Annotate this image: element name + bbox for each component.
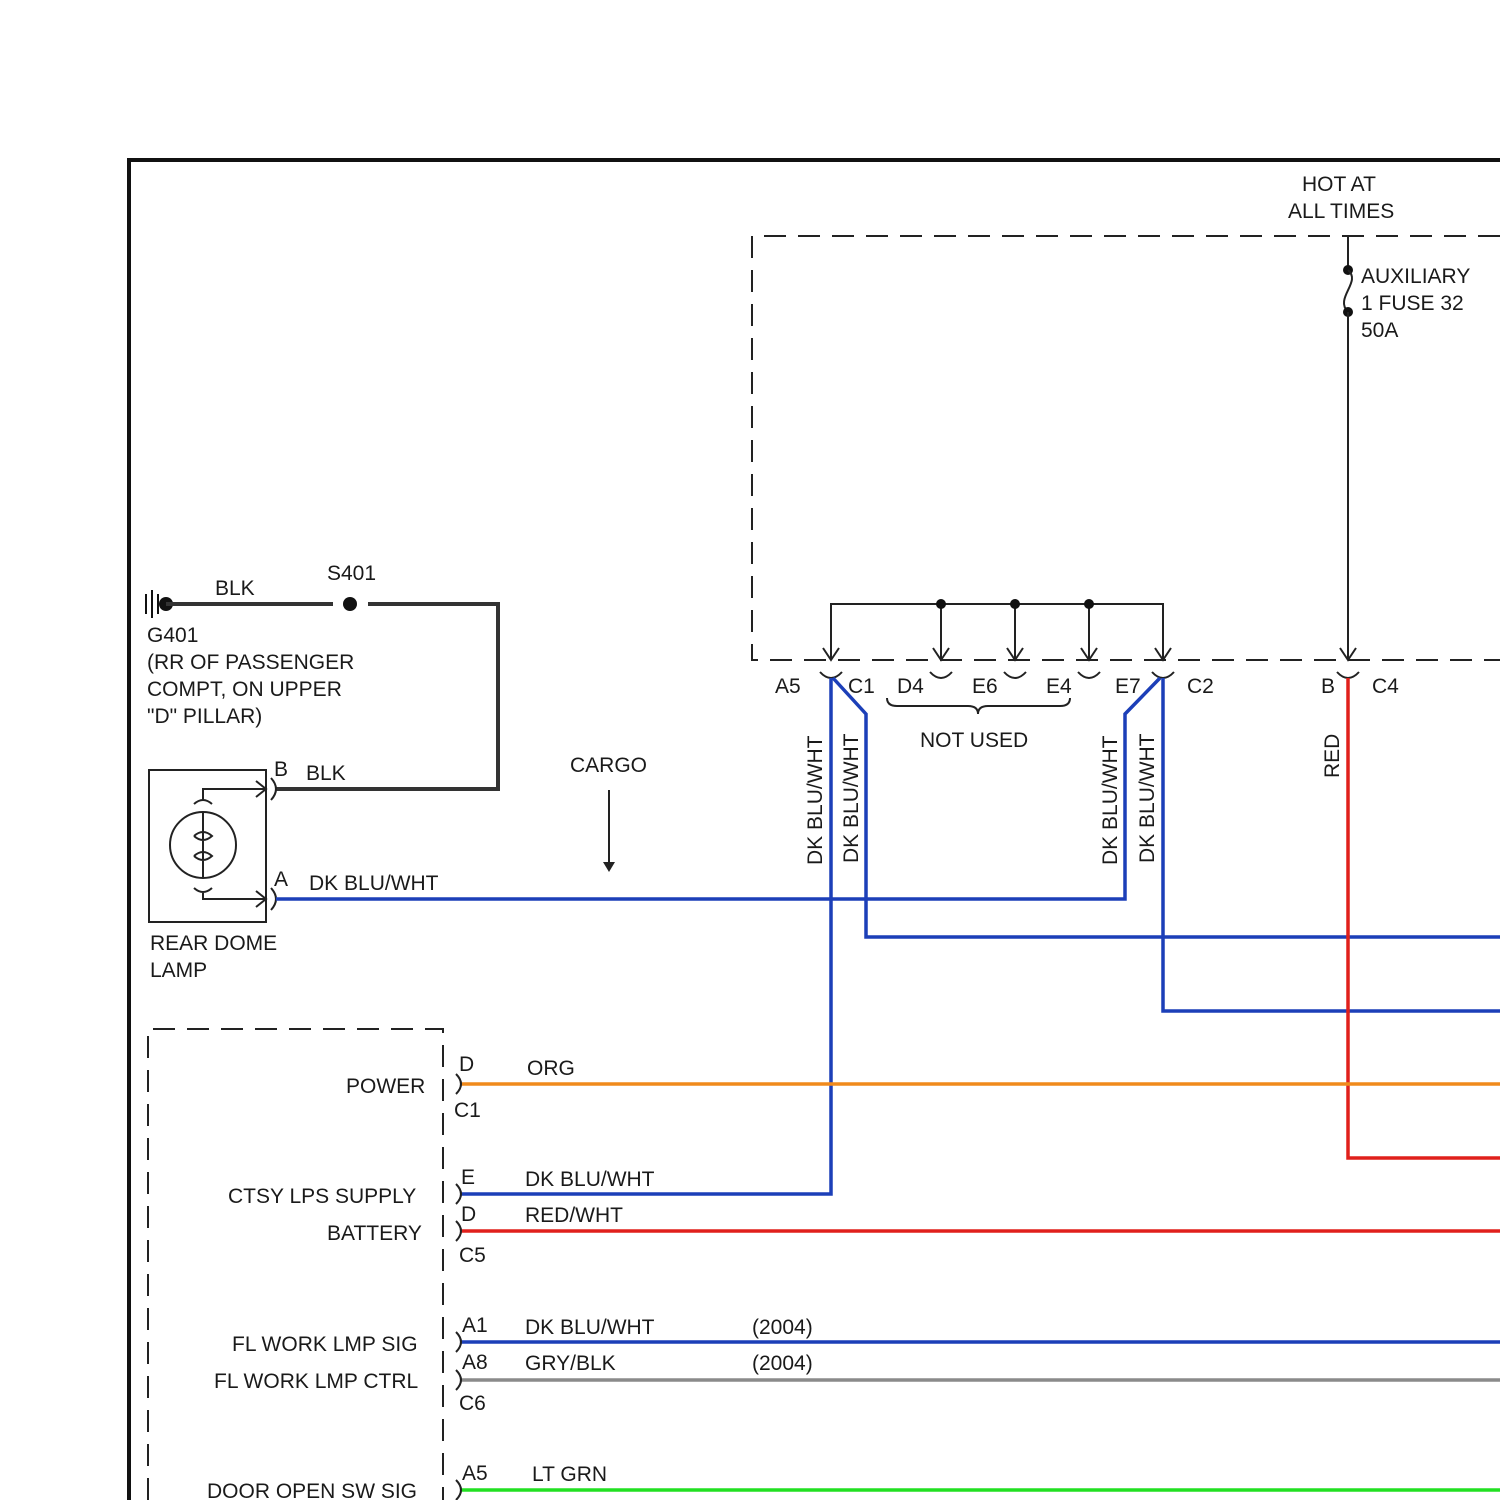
lamp-pin-a: A (274, 868, 288, 891)
terminal-e6 (1004, 672, 1026, 678)
ground-location-1: (RR OF PASSENGER (147, 651, 354, 674)
internal-bus (831, 604, 1163, 660)
conn-e7: E7 (1115, 675, 1141, 698)
bcm-door-wire: LT GRN (532, 1463, 607, 1486)
bcm-fl-sig-pin: A1 (462, 1314, 488, 1337)
bcm-power-wire: ORG (527, 1057, 575, 1080)
bcm-fl-ctrl-wire: GRY/BLK (525, 1352, 616, 1375)
terminal-lamp-a (271, 888, 276, 910)
bcm-ctsy-wire: DK BLU/WHT (525, 1168, 655, 1191)
conn-a5: A5 (775, 675, 801, 698)
lamp-name-2: LAMP (150, 959, 207, 982)
lamp-pin-a-wire: DK BLU/WHT (309, 872, 439, 895)
splice-icon (343, 597, 357, 611)
bcm-fl-conn: C6 (459, 1392, 486, 1415)
bcm-power: POWER (346, 1075, 425, 1098)
bcm-door-pin: A5 (462, 1462, 488, 1485)
vwire-label-2: DK BLU/WHT (840, 733, 863, 863)
conn-c1: C1 (848, 675, 875, 698)
terminal-fl-ctrl (456, 1370, 461, 1390)
ground-location-3: "D" PILLAR) (147, 705, 262, 728)
not-used-brace (887, 698, 1070, 714)
bcm-fl-sig-wire: DK BLU/WHT (525, 1316, 655, 1339)
bcm-boundary (148, 1029, 443, 1500)
terminal-power (456, 1074, 461, 1094)
bcm-fl-ctrl-pin: A8 (462, 1351, 488, 1374)
ground-wire-color: BLK (215, 577, 255, 600)
wire-c2-branch (1163, 678, 1500, 1011)
conn-e6: E6 (972, 675, 998, 698)
terminal-b (1337, 672, 1359, 678)
lamp-lead-b (194, 789, 266, 804)
lamp-name-1: REAR DOME (150, 932, 277, 955)
splice-label: S401 (327, 562, 376, 585)
bcm-fl-sig-year: (2004) (752, 1316, 813, 1339)
conn-d4: D4 (897, 675, 924, 698)
bus-node-1 (936, 599, 946, 609)
hot-label-2: ALL TIMES (1288, 200, 1394, 223)
vwire-label-5: RED (1321, 734, 1344, 778)
bcm-battery-conn: C5 (459, 1244, 486, 1267)
terminal-e7 (1152, 672, 1174, 678)
ground-id: G401 (147, 624, 198, 647)
vwire-label-1: DK BLU/WHT (804, 735, 827, 865)
terminal-a5 (820, 672, 842, 678)
fuse-line-3: 50A (1361, 319, 1398, 342)
conn-c2: C2 (1187, 675, 1214, 698)
lamp-lead-a (194, 888, 266, 899)
fuse-icon (1344, 270, 1352, 312)
bcm-battery-wire: RED/WHT (525, 1204, 623, 1227)
not-used-label: NOT USED (920, 729, 1028, 752)
cargo-arrow-head-icon (603, 862, 615, 872)
conn-c4: C4 (1372, 675, 1399, 698)
bcm-ctsy: CTSY LPS SUPPLY (228, 1185, 416, 1208)
bcm-ctsy-pin: E (461, 1166, 475, 1189)
bcm-battery-pin: D (461, 1203, 476, 1226)
vwire-label-3: DK BLU/WHT (1099, 735, 1122, 865)
fuse-line-2: 1 FUSE 32 (1361, 292, 1464, 315)
hot-label-1: HOT AT (1302, 173, 1376, 196)
lamp-pin-b: B (274, 758, 288, 781)
bcm-battery: BATTERY (327, 1222, 422, 1245)
lamp-pin-b-wire: BLK (306, 762, 346, 785)
bcm-door: DOOR OPEN SW SIG (207, 1480, 417, 1500)
wire-red-b (1348, 678, 1500, 1158)
terminal-e4 (1078, 672, 1100, 678)
fuse-line-1: AUXILIARY (1361, 265, 1470, 288)
terminal-door (456, 1480, 461, 1500)
ground-location-2: COMPT, ON UPPER (147, 678, 342, 701)
conn-e4: E4 (1046, 675, 1072, 698)
terminal-fl-sig (456, 1332, 461, 1352)
bcm-fl-sig: FL WORK LMP SIG (232, 1333, 418, 1356)
bcm-fl-ctrl: FL WORK LMP CTRL (214, 1370, 418, 1393)
bcm-power-conn: C1 (454, 1099, 481, 1122)
terminal-d4 (930, 672, 952, 678)
bcm-power-pin: D (459, 1053, 474, 1076)
vwire-label-4: DK BLU/WHT (1136, 733, 1159, 863)
terminal-lamp-b (271, 778, 276, 800)
conn-b: B (1321, 675, 1335, 698)
cargo-label: CARGO (570, 754, 647, 777)
filament-icon (194, 812, 212, 878)
bcm-fl-ctrl-year: (2004) (752, 1352, 813, 1375)
bus-node-3 (1084, 599, 1094, 609)
bus-node-2 (1010, 599, 1020, 609)
